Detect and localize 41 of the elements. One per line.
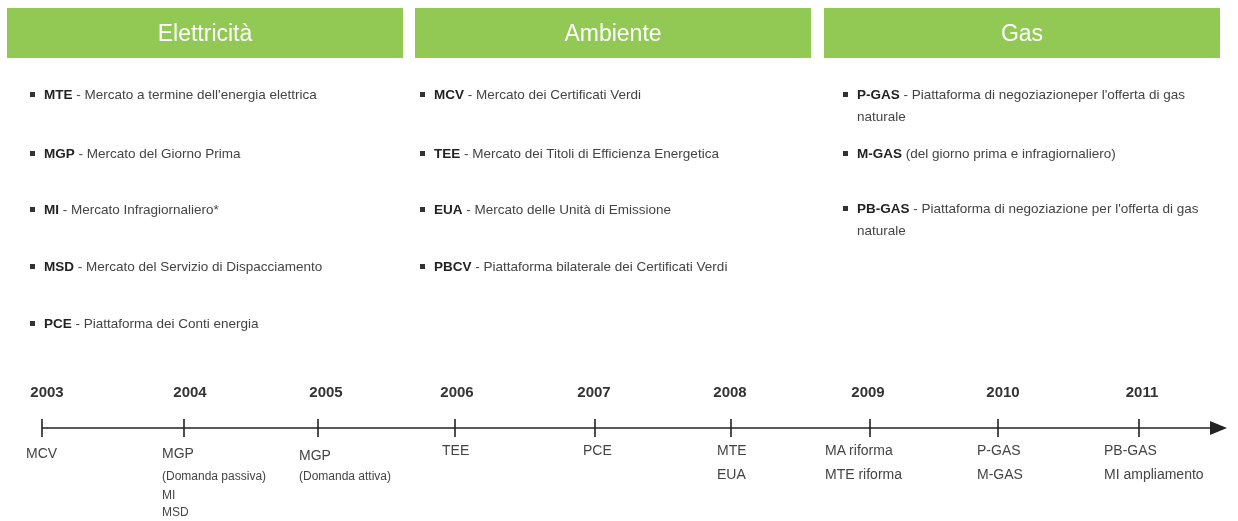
timeline-event: PCE [583, 442, 612, 458]
list-item: EUA - Mercato delle Unità di Emissione [420, 199, 672, 221]
timeline-event: MI ampliamento [1104, 466, 1204, 482]
timeline-event: MSD [162, 505, 189, 519]
list-item: PCE - Piattaforma dei Conti energia [30, 313, 259, 335]
timeline-event: (Domanda attiva) [299, 469, 392, 483]
list-item: MI - Mercato Infragiornaliero* [30, 199, 219, 221]
timeline-event: MTE riforma [825, 466, 902, 482]
year-label: 2005 [309, 383, 343, 400]
category-header: Elettricità [7, 8, 403, 58]
timeline-event: PB-GAS [1104, 442, 1157, 458]
list-item: TEE - Mercato dei Titoli di Efficienza Energetica [420, 143, 719, 165]
timeline-event: MA riforma [825, 442, 893, 458]
list-item: MCV - Mercato dei Certificati Verdi [420, 84, 642, 106]
timeline-event: MI [162, 488, 176, 502]
year-label: 2003 [30, 383, 64, 400]
category-header: Ambiente [415, 8, 811, 58]
year-label: 2006 [440, 383, 474, 400]
year-label: 2009 [851, 383, 885, 400]
list-item: PBCV - Piattaforma bilaterale dei Certificati Verdi [420, 256, 728, 278]
year-label: 2004 [173, 383, 207, 400]
category-header: Gas [824, 8, 1220, 58]
year-label: 2008 [713, 383, 747, 400]
timeline-event: P-GAS [977, 442, 1021, 458]
list-item: MSD - Mercato del Servizio di Dispacciamento [30, 256, 323, 278]
timeline-event: MCV [26, 445, 58, 461]
timeline-event: (Domanda passiva) [162, 469, 267, 483]
list-item: P-GAS - Piattaforma di negoziazioneper l'offerta di gas naturale [843, 84, 1188, 128]
list-item: MTE - Mercato a termine dell'energia elettrica [30, 84, 317, 106]
list-item: MGP - Mercato del Giorno Prima [30, 143, 241, 165]
timeline-event: EUA [717, 466, 746, 482]
timeline-event: MGP [162, 445, 194, 461]
timeline-event: M-GAS [977, 466, 1023, 482]
timeline-event: TEE [442, 442, 470, 458]
year-label: 2011 [1125, 383, 1159, 400]
list-item: M-GAS (del giorno prima e infragiornaliero) [843, 143, 1116, 165]
timeline-event: MGP [299, 447, 331, 463]
timeline-event: MTE [717, 442, 747, 458]
list-item: PB-GAS - Piattaforma di negoziazione per l'offerta di gas naturale [843, 198, 1203, 242]
year-label: 2007 [577, 383, 611, 400]
year-label: 2010 [986, 383, 1020, 400]
